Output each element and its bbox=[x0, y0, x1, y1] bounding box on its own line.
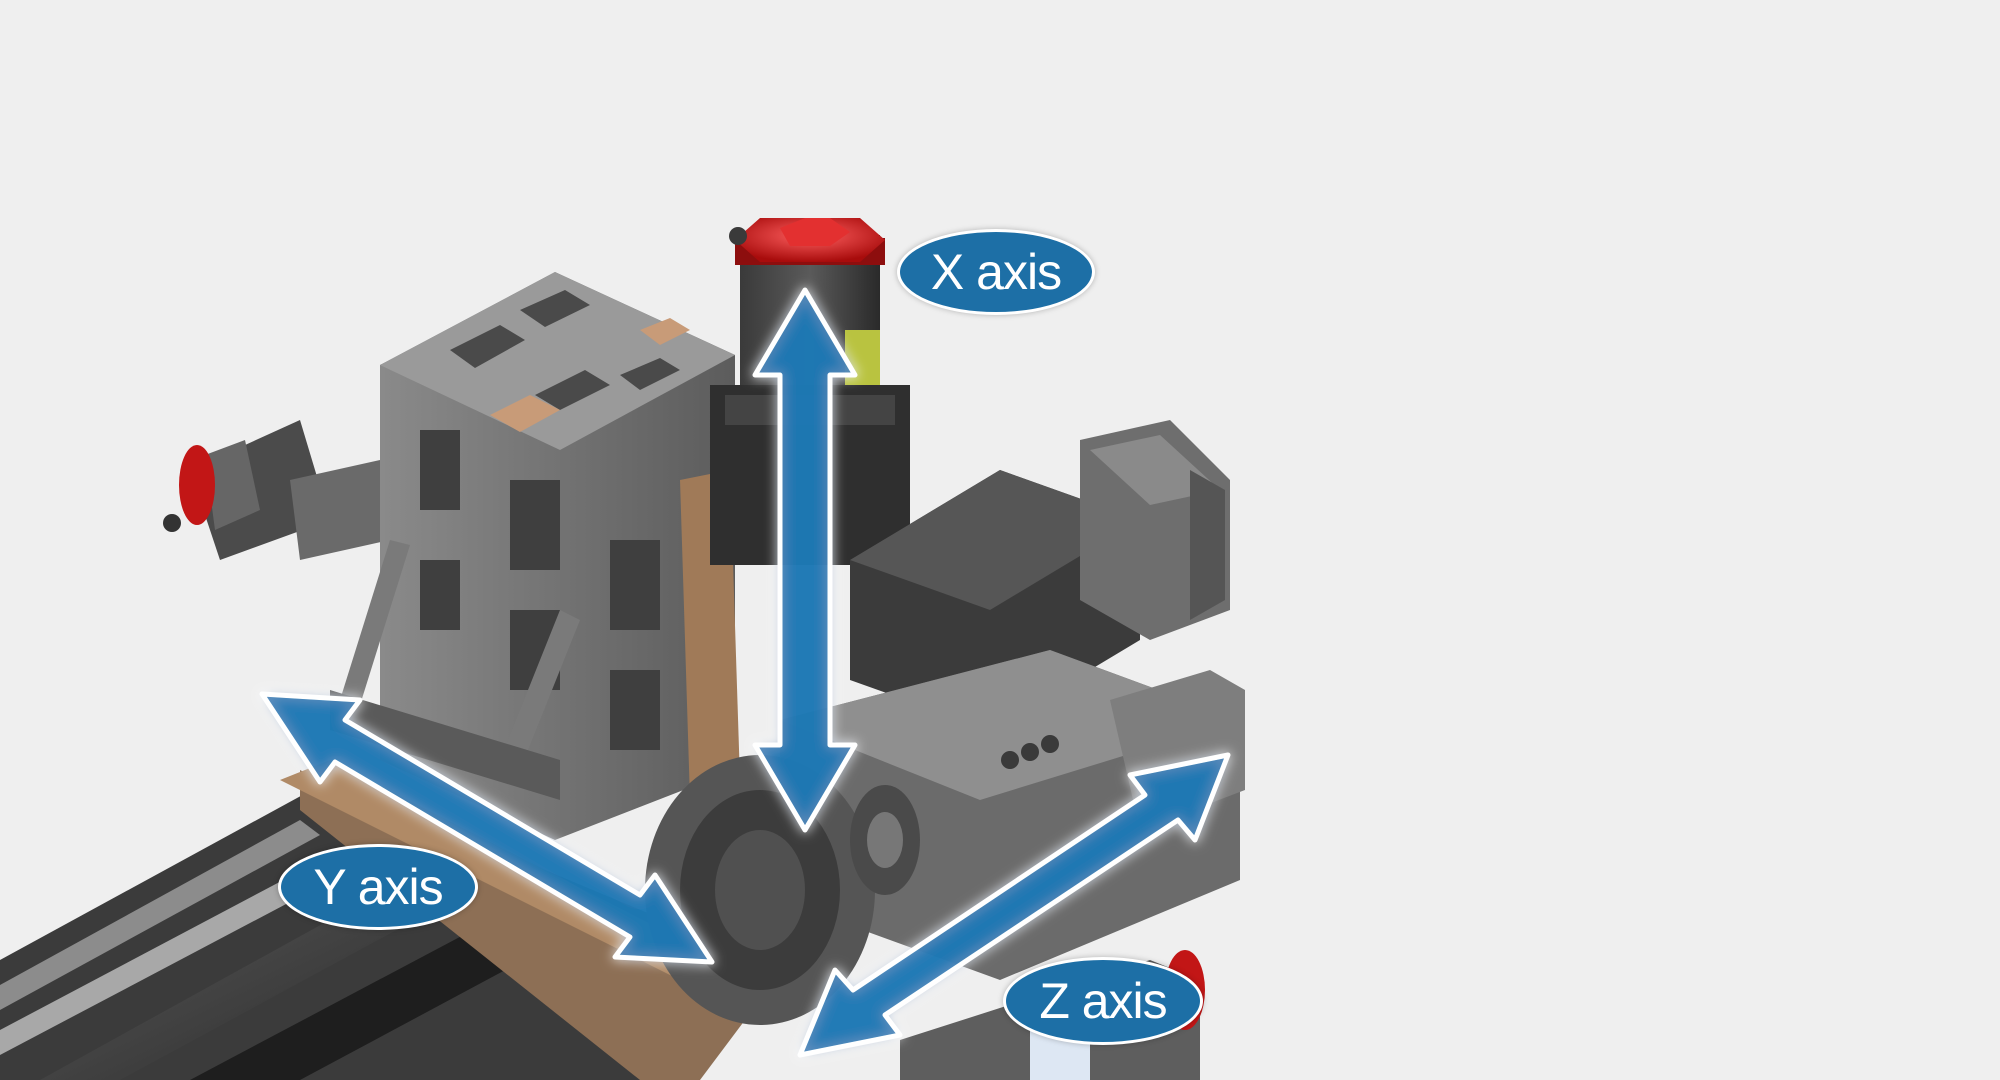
column-frame bbox=[330, 272, 740, 840]
z-axis-arrow bbox=[797, 752, 1231, 1058]
x-axis-arrow bbox=[752, 287, 858, 833]
y-axis-arrow bbox=[259, 691, 715, 965]
left-servo-motor bbox=[163, 420, 390, 560]
turret-assembly bbox=[645, 650, 1245, 1025]
y-axis-label: Y axis bbox=[278, 844, 478, 930]
x-axis-label: X axis bbox=[897, 229, 1095, 315]
z-axis-label: Z axis bbox=[1003, 957, 1203, 1045]
